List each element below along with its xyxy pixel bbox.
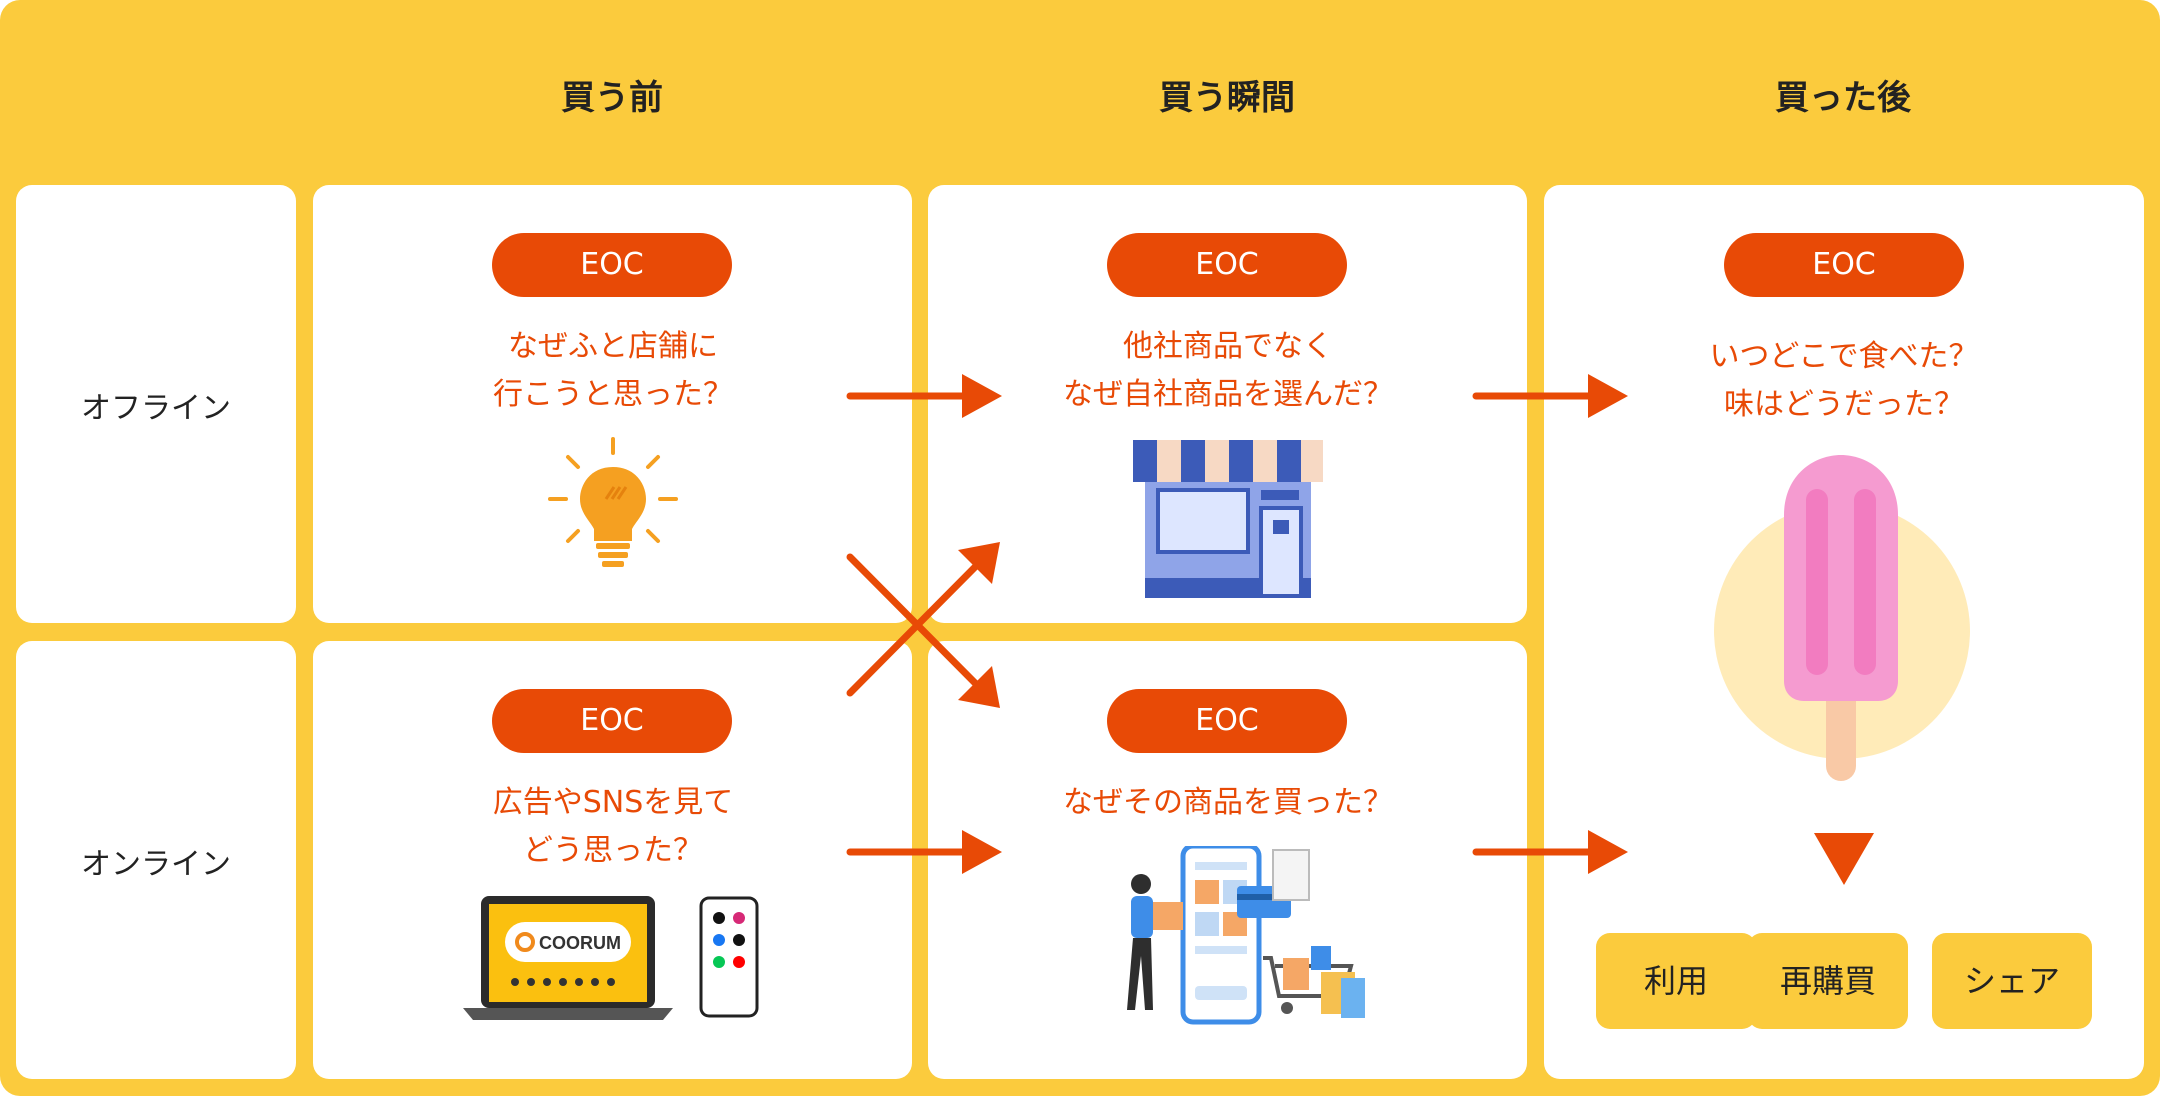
eoc-badge: EOC <box>1107 689 1347 753</box>
popsicle-icon <box>1714 455 1970 781</box>
column-heading-before: 買う前 <box>561 78 663 118</box>
question-text: なぜその商品を買った？ <box>1063 785 1393 820</box>
card-offline-before: EOC なぜふと店舗に 行こうと思った？ <box>313 185 912 623</box>
row-label-offline: オフライン <box>81 391 231 426</box>
question-text: いつどこで食べた？ 味はどうだった？ <box>1709 339 1979 422</box>
eoc-badge: EOC <box>492 233 732 297</box>
eoc-badge: EOC <box>1107 233 1347 297</box>
eoc-badge: EOC <box>492 689 732 753</box>
arrow-offline-to-online-moment <box>846 553 984 692</box>
card-offline-moment: EOC 他社商品でなく なぜ自社商品を選んだ？ <box>928 185 1527 623</box>
card-after: EOC いつどこで食べた？ 味はどうだった？ 利用 再購買 シェア <box>1544 185 2144 1079</box>
eoc-badge: EOC <box>1724 233 1964 297</box>
column-heading-moment: 買う瞬間 <box>1159 78 1295 118</box>
mobile-shopping-icon <box>1127 846 1365 1025</box>
storefront-icon <box>1133 440 1323 598</box>
action-share: シェア <box>1932 933 2092 1029</box>
action-use: 利用 <box>1596 933 1756 1029</box>
laptop-icon: COORUM <box>463 896 673 1020</box>
column-heading-after: 買った後 <box>1775 78 1911 118</box>
question-text: 他社商品でなく なぜ自社商品を選んだ？ <box>1063 329 1393 412</box>
action-repurchase: 再購買 <box>1748 933 1908 1029</box>
card-online-moment: EOC なぜその商品を買った？ <box>928 641 1527 1079</box>
row-label-card-online: オンライン <box>16 641 296 1079</box>
arrow-online-to-offline-moment <box>846 558 984 697</box>
down-arrow-icon <box>1814 833 1874 885</box>
row-label-online: オンライン <box>81 847 231 882</box>
lightbulb-icon <box>548 437 678 567</box>
row-label-card-offline: オフライン <box>16 185 296 623</box>
question-text: 広告やSNSを見て どう思った？ <box>492 785 734 868</box>
question-text: なぜふと店舗に 行こうと思った？ <box>493 329 733 412</box>
laptop-logo-text: COORUM <box>539 933 621 953</box>
smartphone-icon <box>699 896 759 1018</box>
card-online-before: EOC 広告やSNSを見て どう思った？ COORUM <box>313 641 912 1079</box>
